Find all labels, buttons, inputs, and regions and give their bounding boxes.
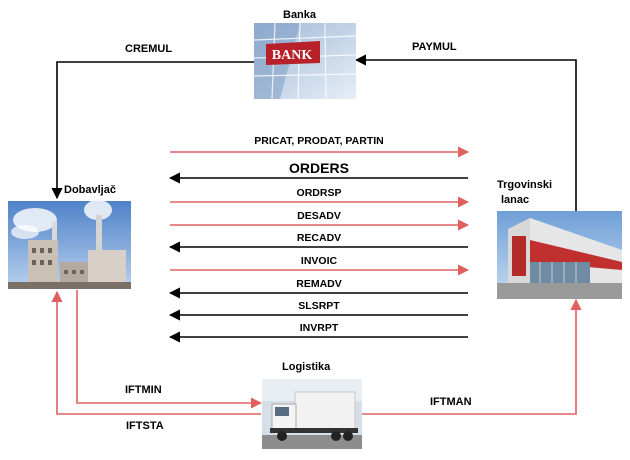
message-arrows bbox=[168, 146, 470, 343]
edge-label-iftsta: IFTSTA bbox=[126, 420, 164, 432]
message-label-recadv: RECADV bbox=[296, 232, 342, 244]
factory-image bbox=[8, 200, 131, 289]
edge-label-iftmin: IFTMIN bbox=[125, 384, 162, 396]
truck-image bbox=[262, 379, 362, 449]
edge-label-cremul: CREMUL bbox=[125, 43, 173, 55]
edge-label-paymul: PAYMUL bbox=[412, 41, 457, 53]
message-label-ordrsp: ORDRSP bbox=[296, 187, 342, 199]
node-label-lanac: lanac bbox=[501, 194, 530, 206]
node-label-dobavljac: Dobavljač bbox=[64, 184, 116, 196]
iftsta-arrow bbox=[51, 290, 261, 415]
bank-image: BANK bbox=[253, 22, 357, 100]
message-label-invrpt: INVRPT bbox=[299, 322, 339, 334]
node-label-logistika: Logistika bbox=[282, 361, 331, 373]
message-label-orders: ORDERS bbox=[289, 160, 349, 176]
store-image bbox=[497, 211, 622, 299]
message-label-slsrpt: SLSRPT bbox=[298, 300, 340, 312]
cremul-arrow bbox=[51, 61, 254, 200]
paymul-arrow bbox=[354, 54, 577, 211]
iftmin-arrow bbox=[76, 290, 263, 409]
bank-sign-text: BANK bbox=[272, 48, 313, 63]
message-label-pricat: PRICAT, PRODAT, PARTIN bbox=[254, 135, 384, 147]
message-label-desadv: DESADV bbox=[297, 210, 341, 222]
message-label-invoic: INVOIC bbox=[300, 255, 338, 267]
message-label-remadv: REMADV bbox=[296, 278, 342, 290]
iftman-arrow bbox=[362, 298, 582, 415]
edge-label-iftman: IFTMAN bbox=[430, 396, 472, 408]
node-label-banka: Banka bbox=[283, 9, 317, 21]
node-label-trgovinski: Trgovinski bbox=[497, 179, 553, 191]
outer-connectors bbox=[51, 54, 582, 415]
